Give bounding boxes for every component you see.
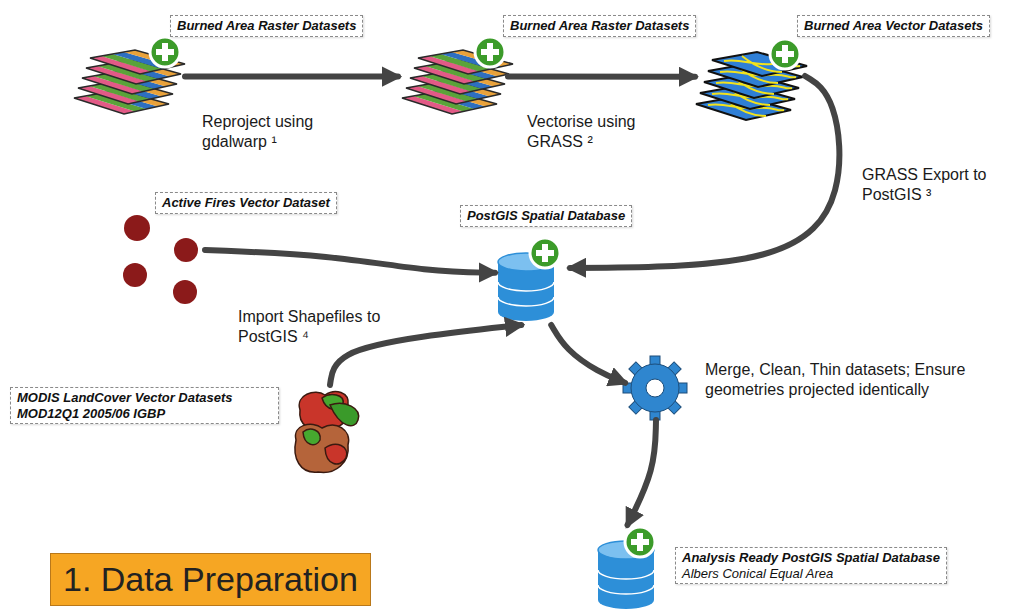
dataset-label: PostGIS Spatial Database [460,205,632,227]
landcover-icon [295,392,359,473]
node-heading: Burned Area Vector Datasets [804,18,983,34]
database: Analysis Ready PostGIS Spatial DatabaseA… [595,525,660,610]
node-heading: PostGIS Spatial Database [467,208,625,224]
dataset-label: Active Fires Vector Dataset [155,192,337,214]
flow-arrow [570,76,839,268]
gear-icon [623,356,687,420]
flow-arrow [551,325,625,383]
edge-label: Import Shapefiles to PostGIS ⁴ [238,307,413,347]
dataset-label: Burned Area Raster Datasets [503,15,696,37]
edge-label: Vectorise using GRASS ² [527,112,677,152]
plus-icon [530,238,560,268]
plus-icon [625,527,655,557]
raster-dataset: Burned Area Raster Datasets [398,35,508,115]
plus-icon [150,37,180,67]
node-heading: Analysis Ready PostGIS Spatial Database [682,550,940,566]
process-step: Merge, Clean, Thin datasets; Ensure geom… [625,358,687,420]
section-title: 1. Data Preparation [50,553,371,606]
database: PostGIS Spatial Database [495,230,570,325]
dataset-label: MODIS LandCover Vector Datasets MOD12Q1 … [10,387,279,424]
node-subtext: Albers Conical Equal Area [682,566,940,582]
flow-arrow [205,250,495,273]
vector-dataset: Burned Area Vector Datasets [695,40,805,120]
node-heading: Merge, Clean, Thin datasets; Ensure geom… [705,360,1025,400]
node-heading: MODIS LandCover Vector Datasets MOD12Q1 … [17,390,272,421]
plus-icon [475,37,505,67]
edge-label: GRASS Export to PostGIS ³ [862,165,1022,205]
node-heading: Burned Area Raster Datasets [177,18,356,34]
dataset-label: Burned Area Vector Datasets [797,15,990,37]
flow-arrow [330,325,521,385]
node-heading: Burned Area Raster Datasets [510,18,689,34]
fire-dots [123,215,198,304]
fires-dataset: Active Fires Vector Dataset [115,212,205,307]
step-text: Merge, Clean, Thin datasets; Ensure geom… [705,360,1025,400]
dataset-label: Burned Area Raster Datasets [170,15,363,37]
dataset-label: Analysis Ready PostGIS Spatial DatabaseA… [675,547,947,584]
edge-label: Reproject using gdalwarp ¹ [202,112,352,152]
node-heading: Active Fires Vector Dataset [162,195,330,211]
raster-dataset: Burned Area Raster Datasets [70,35,185,115]
plus-icon [770,39,800,69]
landcover-dataset: MODIS LandCover Vector Datasets MOD12Q1 … [290,385,370,485]
flow-arrow [508,74,695,80]
flow-arrow [185,74,398,80]
flow-arrow [628,420,657,525]
